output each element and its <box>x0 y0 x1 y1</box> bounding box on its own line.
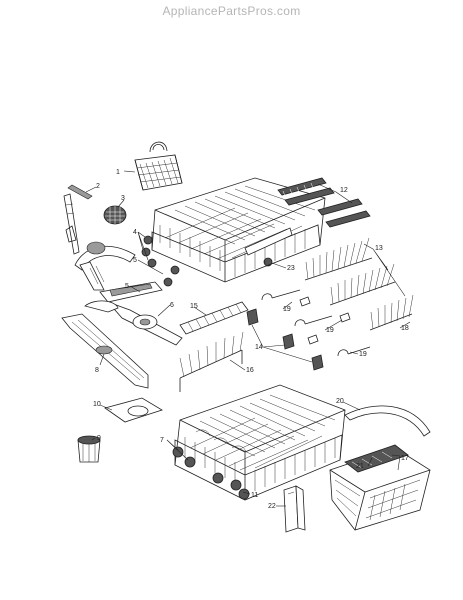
callout-19b: 19 <box>326 327 334 334</box>
callout-12: 12 <box>340 187 348 194</box>
part-lower-tine-section <box>179 331 244 392</box>
part-silverware-basket-lower <box>329 444 431 531</box>
part-lower-rack-wheels <box>172 446 224 484</box>
callout-18: 18 <box>401 325 409 332</box>
part-filter-cylinder <box>77 435 101 463</box>
part-rack-wheels-small <box>230 479 250 500</box>
callout-21: 21 <box>356 463 364 470</box>
part-lower-spray-arm <box>61 313 149 389</box>
callout-leader-lines <box>85 170 411 507</box>
part-upper-rack <box>151 177 326 283</box>
callout-7: 7 <box>160 437 164 444</box>
callout-22: 22 <box>268 503 276 510</box>
part-round-filter <box>103 205 127 225</box>
part-silverware-basket-upper <box>134 141 183 191</box>
part-lower-rack <box>174 384 346 501</box>
part-basket-handle <box>344 405 431 437</box>
callout-17: 17 <box>401 455 409 462</box>
part-rack-hooks <box>261 289 371 357</box>
part-tine-rows <box>304 237 414 331</box>
callout-9: 9 <box>97 435 101 442</box>
part-cup-shelf-clips <box>277 177 371 228</box>
part-upper-spray-arm <box>74 241 136 291</box>
callout-5b: 5 <box>125 283 129 290</box>
callout-2: 2 <box>96 183 100 190</box>
callout-11: 11 <box>251 492 258 499</box>
part-middle-spray-arm <box>84 281 183 346</box>
part-pivot-clips <box>246 308 324 371</box>
callout-5: 5 <box>133 257 137 264</box>
callout-13: 13 <box>375 245 383 252</box>
part-upper-rack-wheels <box>141 235 273 287</box>
callout-1: 1 <box>116 169 120 176</box>
watermark-text: AppliancePartsPros.com <box>162 4 301 18</box>
callout-15: 15 <box>190 303 198 310</box>
callout-19: 19 <box>283 306 291 313</box>
callout-20: 20 <box>336 398 344 405</box>
callout-6: 6 <box>170 302 174 309</box>
callout-14: 14 <box>255 344 263 351</box>
part-filter-screen <box>104 397 163 423</box>
part-spray-arm-tube <box>63 184 93 255</box>
callout-labels: 1 2 3 4 5 5 6 8 12 13 15 16 14 18 19 19 … <box>93 169 409 510</box>
callout-23: 23 <box>287 265 295 272</box>
callout-10: 10 <box>93 401 101 408</box>
part-silverware-rack-insert <box>179 301 249 335</box>
callout-16: 16 <box>246 367 254 374</box>
callout-4: 4 <box>133 229 137 236</box>
callout-19c: 19 <box>359 351 367 358</box>
part-small-box <box>283 485 306 533</box>
callout-3: 3 <box>121 195 125 202</box>
callout-8: 8 <box>95 367 99 374</box>
